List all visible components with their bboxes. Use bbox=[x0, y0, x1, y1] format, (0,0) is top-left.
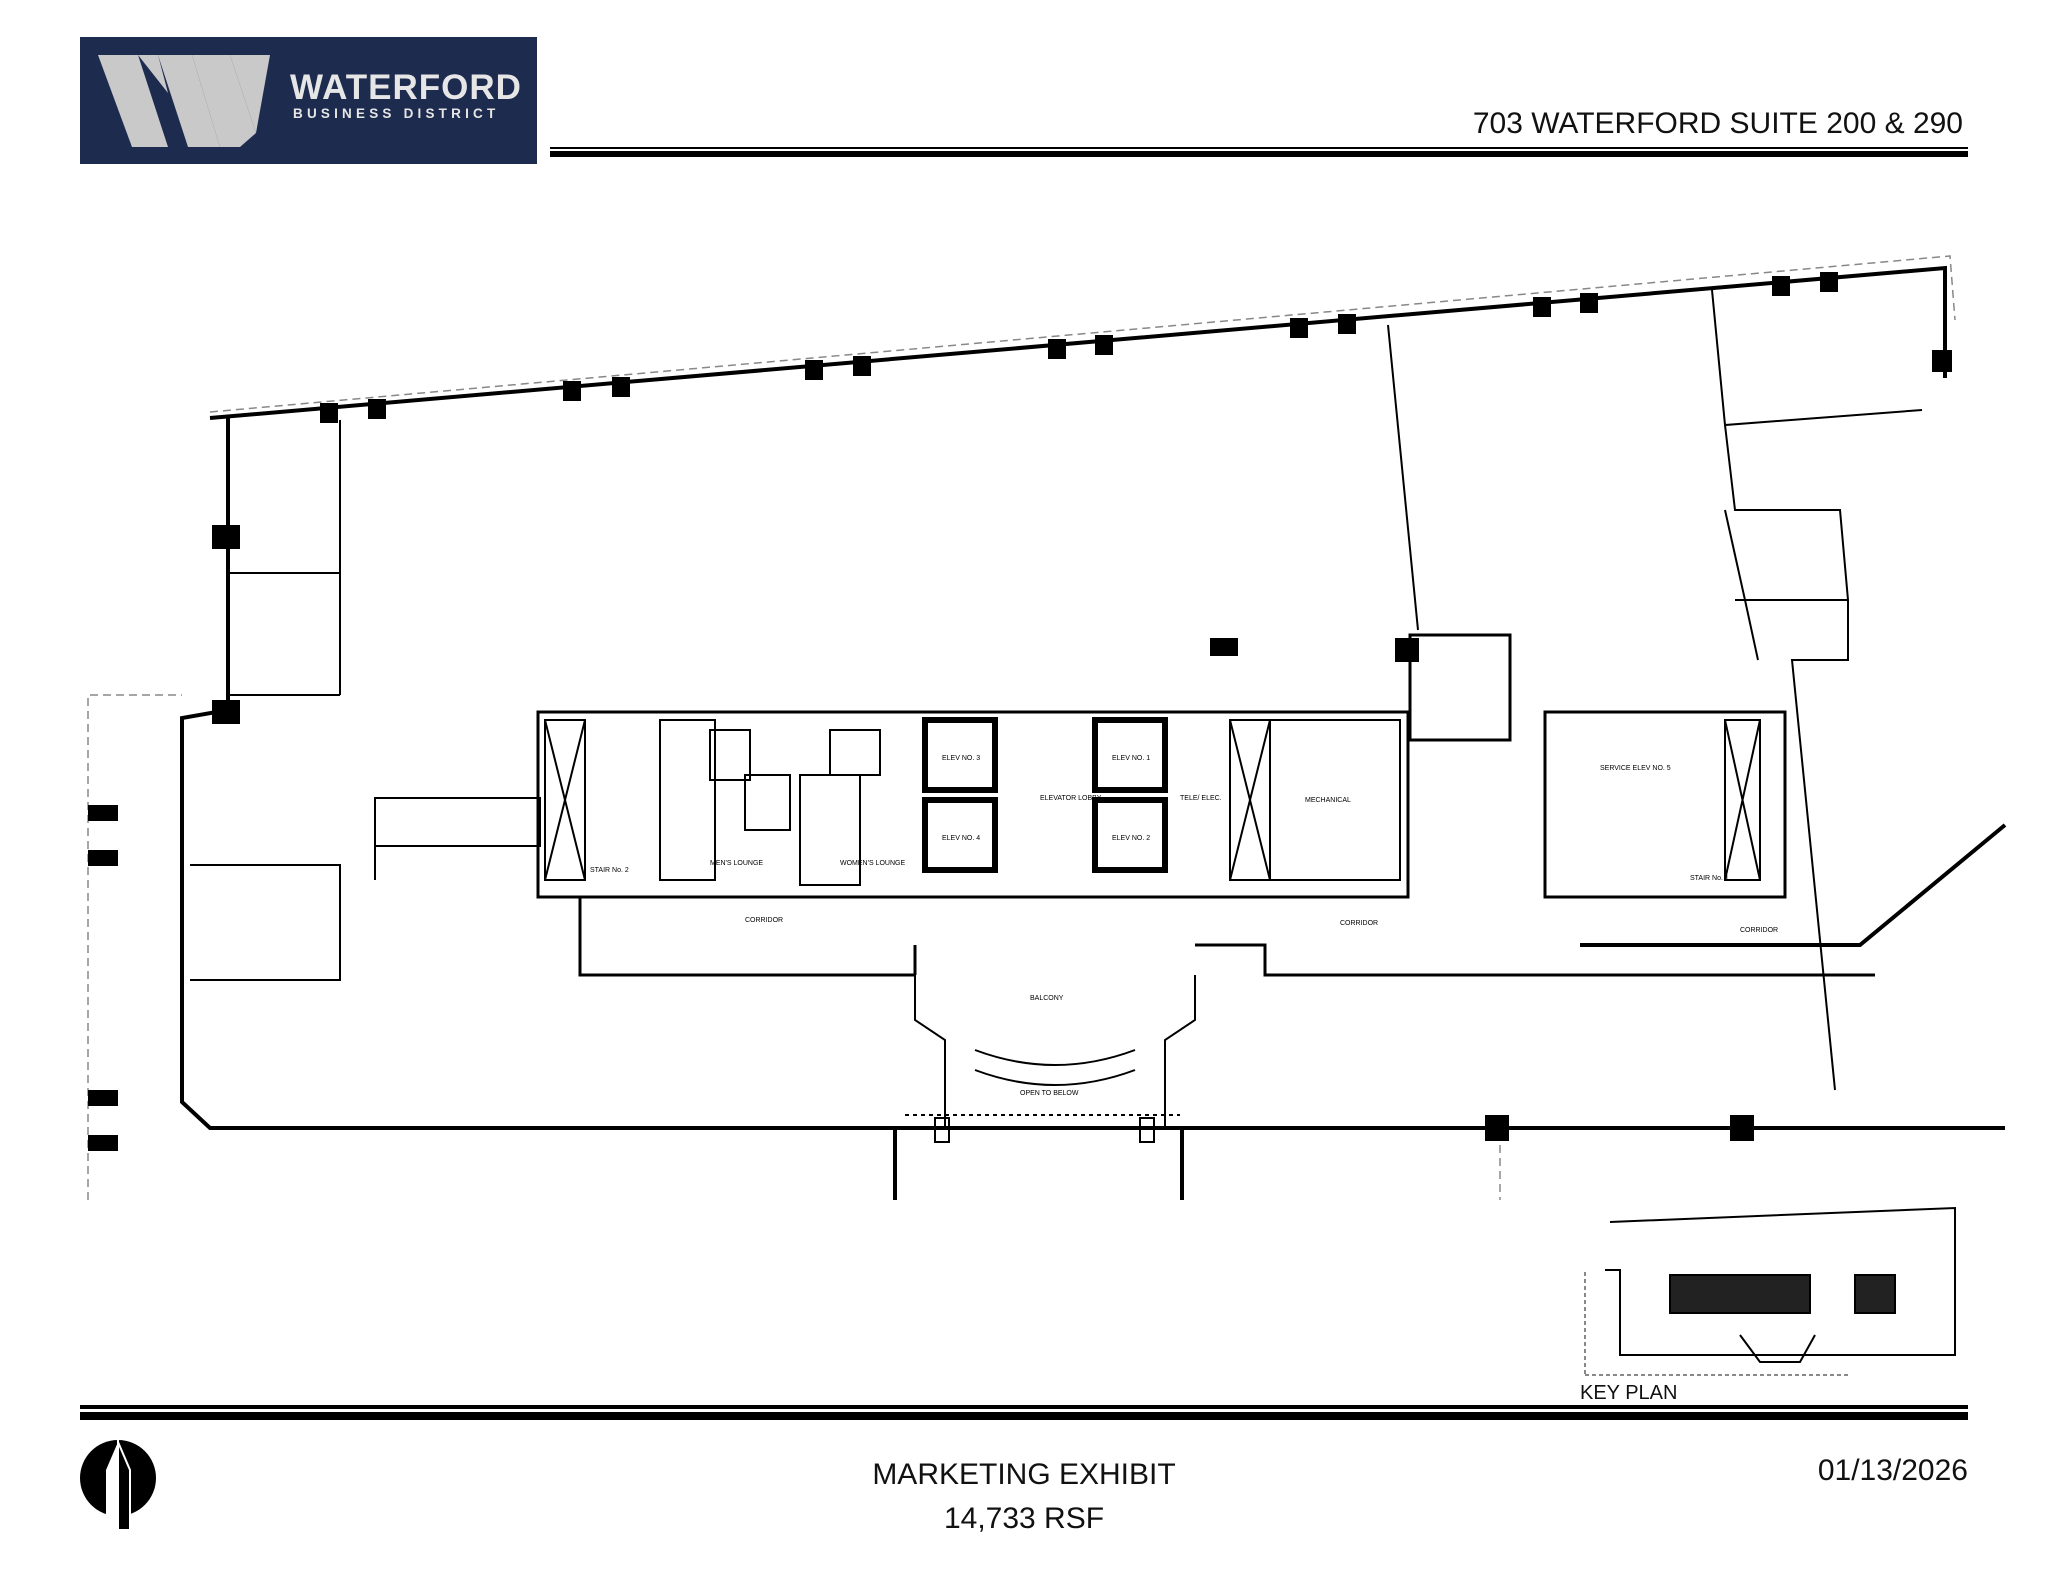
corridor-label-right: CORRIDOR bbox=[1740, 927, 1778, 934]
property-address: 703 WATERFORD SUITE 200 & 290 bbox=[1472, 107, 1963, 140]
corridor-label-left: CORRIDOR bbox=[745, 917, 783, 924]
key-plan-label: KEY PLAN bbox=[1580, 1382, 1678, 1404]
stair-1-label: STAIR No. 1 bbox=[1690, 875, 1729, 882]
key-plan-diagram bbox=[1584, 1206, 1956, 1376]
exhibit-title: MARKETING EXHIBIT bbox=[872, 1458, 1176, 1491]
logo bbox=[80, 37, 537, 164]
womens-lounge-label: WOMEN'S LOUNGE bbox=[840, 860, 905, 867]
brand-subtitle: BUSINESS DISTRICT bbox=[293, 106, 500, 121]
elevator-lobby-label: ELEVATOR LOBBY bbox=[1040, 795, 1102, 802]
footer-rule bbox=[80, 1405, 1968, 1409]
corridor-label-center: CORRIDOR bbox=[1340, 920, 1378, 927]
balcony-label: BALCONY bbox=[1030, 995, 1064, 1002]
elev-3-label: ELEV NO. 3 bbox=[942, 755, 980, 762]
rentable-area: 14,733 RSF bbox=[943, 1502, 1105, 1535]
mens-lounge-label: MEN'S LOUNGE bbox=[710, 860, 763, 867]
wall-columns bbox=[88, 272, 1952, 1151]
tele-elec-label: TELE/ ELEC. bbox=[1180, 795, 1222, 802]
brand-name: WATERFORD bbox=[290, 68, 522, 107]
header-rule bbox=[550, 151, 1968, 157]
header-rule-thin bbox=[550, 147, 1968, 149]
open-to-below-label: OPEN TO BELOW bbox=[1020, 1090, 1079, 1097]
north-arrow-icon bbox=[80, 1440, 156, 1535]
exhibit-date: 01/13/2026 bbox=[1817, 1454, 1968, 1487]
footer-rule-thick bbox=[80, 1412, 1968, 1420]
waterford-w-logo-icon bbox=[98, 55, 270, 147]
service-elev-label: SERVICE ELEV NO. 5 bbox=[1600, 765, 1671, 772]
stair-2-label: STAIR No. 2 bbox=[590, 867, 629, 874]
mechanical-label: MECHANICAL bbox=[1305, 797, 1351, 804]
elev-4-label: ELEV NO. 4 bbox=[942, 835, 980, 842]
elev-1-label: ELEV NO. 1 bbox=[1112, 755, 1150, 762]
elev-2-label: ELEV NO. 2 bbox=[1112, 835, 1150, 842]
